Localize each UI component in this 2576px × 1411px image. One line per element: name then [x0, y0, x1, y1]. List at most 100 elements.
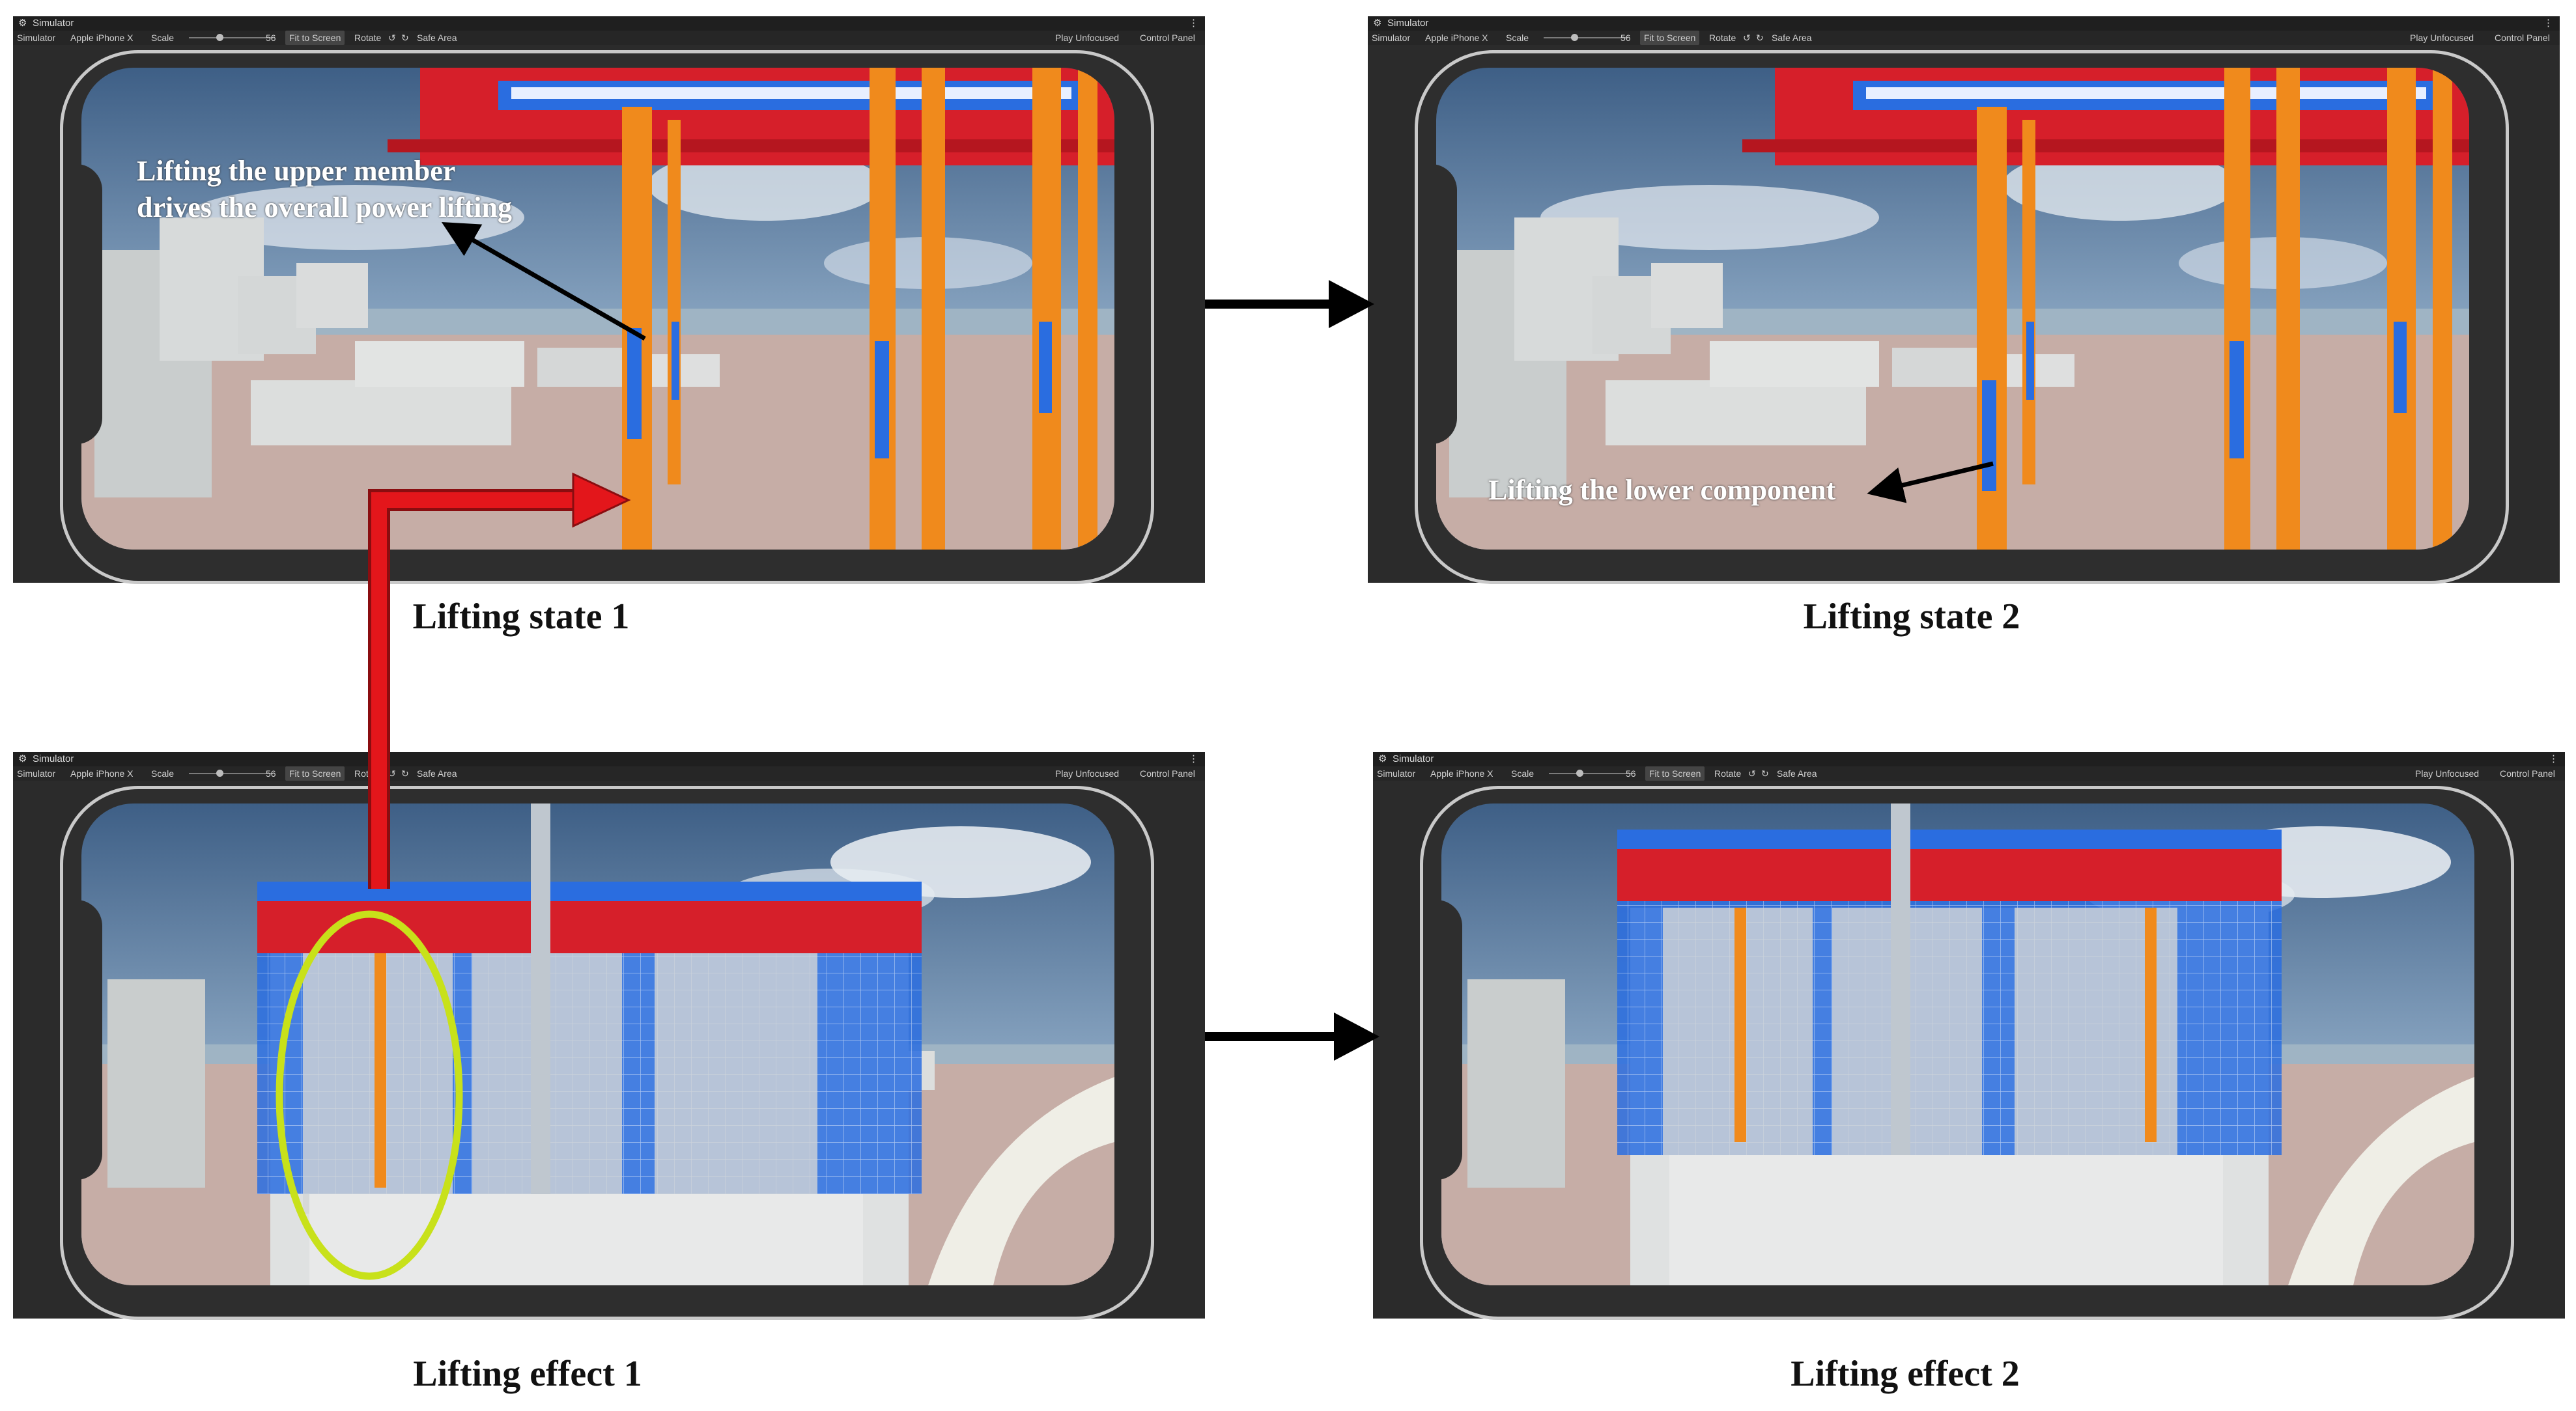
building-core: [1617, 803, 2282, 1285]
rotate-right-icon[interactable]: ↻: [401, 33, 409, 43]
more-options-icon[interactable]: ⋮: [2543, 18, 2553, 29]
safe-area-toggle[interactable]: Safe Area: [1777, 768, 1817, 779]
simulator-window-effect1: ⚙ Simulator ⋮ Simulator Apple iPhone X S…: [13, 752, 1205, 1320]
scale-slider[interactable]: [1549, 773, 1634, 774]
scale-slider[interactable]: [1544, 37, 1628, 38]
simulator-window-state1: ⚙ Simulator ⋮ Simulator Apple iPhone X S…: [13, 16, 1205, 584]
phone-notch: [1423, 900, 1462, 1180]
simulator-gear-icon[interactable]: ⚙: [1378, 753, 1387, 764]
mode-dropdown[interactable]: Simulator: [1372, 33, 1411, 43]
scale-slider-knob[interactable]: [216, 770, 223, 777]
rotate-left-icon[interactable]: ↺: [1748, 768, 1756, 779]
simulator-toolbar: Simulator Apple iPhone X Scale 56 Fit to…: [13, 31, 1205, 45]
simulator-window-effect2: ⚙ Simulator ⋮ Simulator Apple iPhone X S…: [1373, 752, 2565, 1320]
phone-frame: [60, 50, 1154, 584]
scale-label: Scale: [1511, 768, 1535, 779]
scale-value: 56: [266, 768, 276, 779]
annotation-upper-member: Lifting the upper member drives the over…: [137, 153, 512, 226]
scale-slider[interactable]: [189, 773, 274, 774]
rotate-label: Rotate: [1709, 33, 1736, 43]
play-mode-dropdown[interactable]: Play Unfocused: [1055, 33, 1120, 43]
fit-to-screen-button[interactable]: Fit to Screen: [1645, 766, 1705, 781]
scale-label: Scale: [151, 768, 175, 779]
scale-slider-knob[interactable]: [1571, 34, 1578, 41]
arrow-state1-to-state2: [1205, 280, 1374, 328]
simulator-toolbar: Simulator Apple iPhone X Scale 56 Fit to…: [1368, 31, 2560, 45]
window-title: Simulator: [1393, 753, 1434, 764]
rotate-right-icon[interactable]: ↻: [401, 768, 409, 779]
play-mode-dropdown[interactable]: Play Unfocused: [1055, 768, 1120, 779]
window-titlebar: ⚙ Simulator ⋮: [13, 752, 1205, 766]
play-mode-dropdown[interactable]: Play Unfocused: [2410, 33, 2474, 43]
viewport-screen: [1441, 803, 2474, 1285]
phone-frame: [1420, 786, 2514, 1320]
simulator-window-state2: ⚙ Simulator ⋮ Simulator Apple iPhone X S…: [1368, 16, 2560, 584]
caption-lifting-state-2: Lifting state 2: [1803, 596, 2020, 637]
window-title: Simulator: [1387, 18, 1429, 29]
annotation-upper-line2: drives the overall power lifting: [137, 191, 512, 223]
window-titlebar: ⚙ Simulator ⋮: [1373, 752, 2565, 766]
scale-value: 56: [266, 33, 276, 43]
fit-to-screen-button[interactable]: Fit to Screen: [285, 31, 345, 45]
phone-notch: [63, 164, 102, 444]
rotate-label: Rotate: [1714, 768, 1742, 779]
simulator-gear-icon[interactable]: ⚙: [1373, 18, 1382, 29]
rotate-left-icon[interactable]: ↺: [388, 768, 396, 779]
control-panel-button[interactable]: Control Panel: [2500, 768, 2555, 779]
construction-scene: [81, 68, 1114, 550]
caption-lifting-effect-2: Lifting effect 2: [1790, 1354, 2020, 1394]
simulator-gear-icon[interactable]: ⚙: [18, 18, 27, 29]
mode-dropdown[interactable]: Simulator: [17, 33, 56, 43]
construction-scene: [1441, 803, 2474, 1285]
construction-scene: [81, 803, 1114, 1285]
device-dropdown[interactable]: Apple iPhone X: [70, 33, 134, 43]
rotate-left-icon[interactable]: ↺: [1743, 33, 1751, 43]
simulator-toolbar: Simulator Apple iPhone X Scale 56 Fit to…: [1373, 766, 2565, 781]
mode-dropdown[interactable]: Simulator: [17, 768, 56, 779]
arrow-effect1-to-effect2: [1205, 1013, 1380, 1061]
fit-to-screen-button[interactable]: Fit to Screen: [1640, 31, 1700, 45]
control-panel-button[interactable]: Control Panel: [1140, 33, 1195, 43]
scale-slider[interactable]: [189, 37, 274, 38]
rotate-label: Rotate: [354, 768, 382, 779]
scale-label: Scale: [1506, 33, 1529, 43]
device-dropdown[interactable]: Apple iPhone X: [70, 768, 134, 779]
caption-lifting-state-1: Lifting state 1: [412, 596, 630, 637]
safe-area-toggle[interactable]: Safe Area: [1772, 33, 1812, 43]
safe-area-toggle[interactable]: Safe Area: [417, 33, 457, 43]
more-options-icon[interactable]: ⋮: [1189, 18, 1198, 29]
annotation-lower-component: Lifting the lower component: [1488, 474, 1836, 506]
caption-lifting-effect-1: Lifting effect 1: [413, 1354, 642, 1394]
device-dropdown[interactable]: Apple iPhone X: [1425, 33, 1488, 43]
rotate-right-icon[interactable]: ↻: [1761, 768, 1769, 779]
phone-frame: [60, 786, 1154, 1320]
scale-value: 56: [1621, 33, 1631, 43]
viewport-screen: [81, 803, 1114, 1285]
simulator-gear-icon[interactable]: ⚙: [18, 753, 27, 764]
scale-value: 56: [1626, 768, 1636, 779]
more-options-icon[interactable]: ⋮: [1189, 753, 1198, 764]
window-titlebar: ⚙ Simulator ⋮: [1368, 16, 2560, 31]
scale-label: Scale: [151, 33, 175, 43]
phone-notch: [1418, 164, 1457, 444]
scale-slider-knob[interactable]: [216, 34, 223, 41]
mode-dropdown[interactable]: Simulator: [1377, 768, 1416, 779]
device-dropdown[interactable]: Apple iPhone X: [1430, 768, 1493, 779]
rotate-left-icon[interactable]: ↺: [388, 33, 396, 43]
window-titlebar: ⚙ Simulator ⋮: [13, 16, 1205, 31]
rotate-right-icon[interactable]: ↻: [1756, 33, 1764, 43]
control-panel-button[interactable]: Control Panel: [1140, 768, 1195, 779]
simulator-toolbar: Simulator Apple iPhone X Scale 56 Fit to…: [13, 766, 1205, 781]
rotate-label: Rotate: [354, 33, 382, 43]
control-panel-button[interactable]: Control Panel: [2495, 33, 2550, 43]
safe-area-toggle[interactable]: Safe Area: [417, 768, 457, 779]
viewport-screen: [81, 68, 1114, 550]
window-title: Simulator: [33, 753, 74, 764]
fit-to-screen-button[interactable]: Fit to Screen: [285, 766, 345, 781]
scale-slider-knob[interactable]: [1576, 770, 1583, 777]
window-title: Simulator: [33, 18, 74, 29]
play-mode-dropdown[interactable]: Play Unfocused: [2415, 768, 2480, 779]
annotation-upper-line1: Lifting the upper member: [137, 155, 456, 187]
more-options-icon[interactable]: ⋮: [2549, 753, 2558, 764]
phone-notch: [63, 900, 102, 1180]
